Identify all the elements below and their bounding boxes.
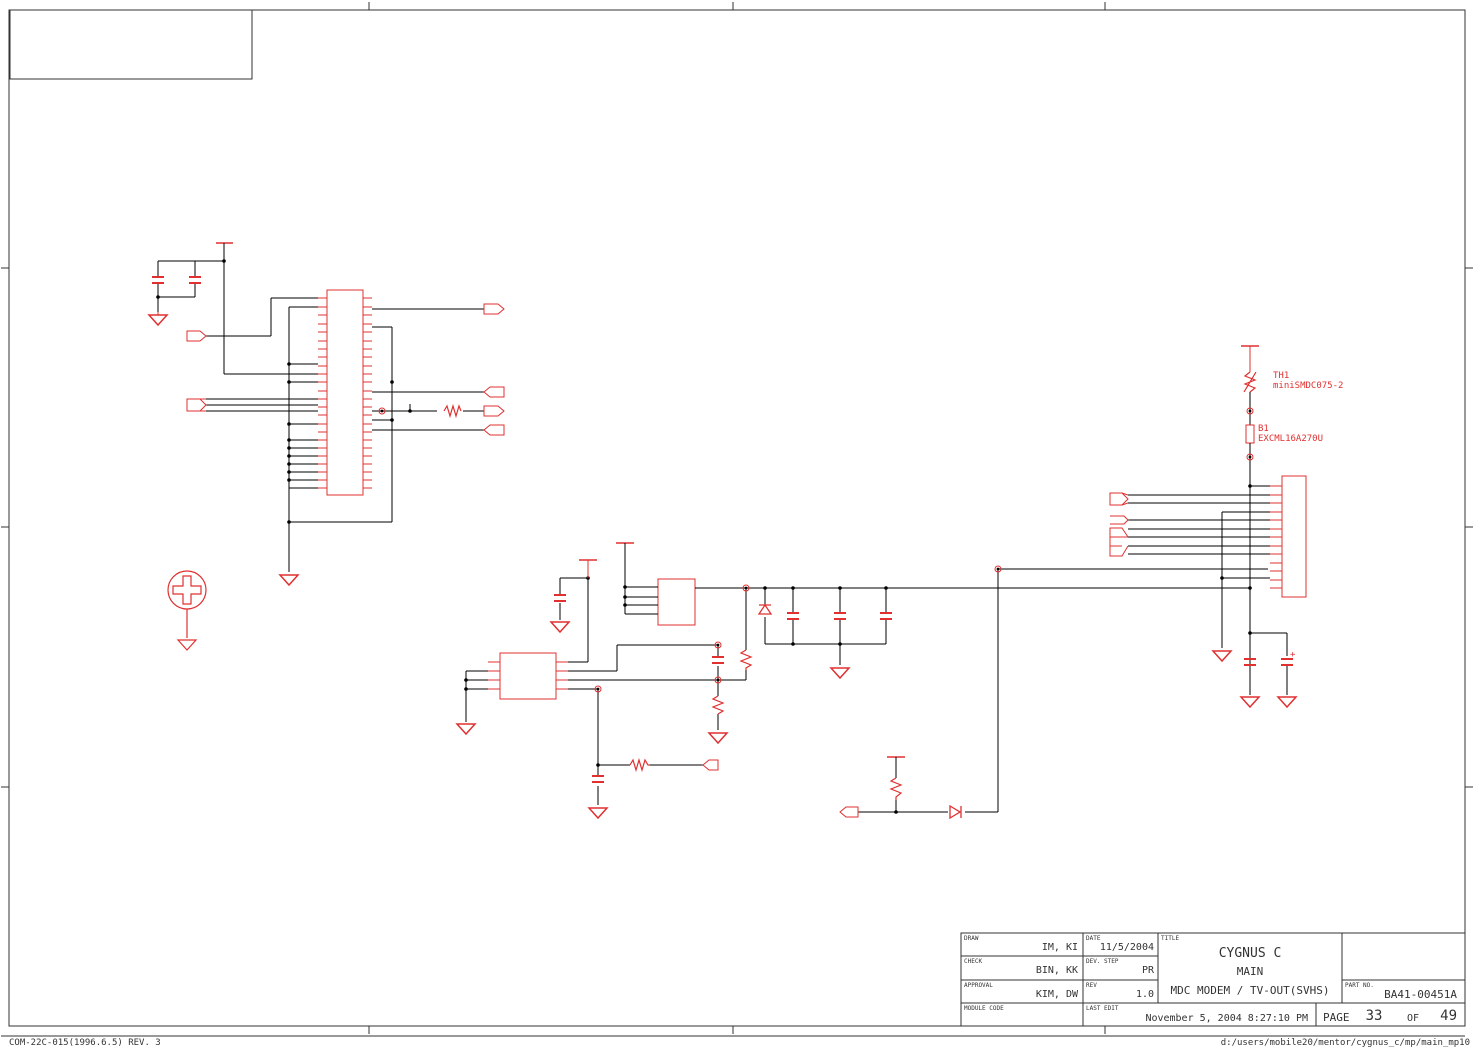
page-label: PAGE: [1323, 1011, 1350, 1024]
title-block-text: DRAW IM, KI CHECK BIN, KK APPROVAL KIM, …: [964, 935, 1457, 1024]
connector-block-upper-left: [147, 242, 505, 587]
check-label: CHECK: [964, 958, 982, 965]
part-no-label: PART NO.: [1345, 982, 1374, 989]
polarity-mark: +: [1290, 650, 1296, 660]
bidir-port: [483, 386, 505, 398]
output-port: [483, 303, 505, 315]
detect-input-port: [839, 806, 859, 818]
decoupling-caps: [147, 259, 226, 327]
svhs-output-port: [702, 759, 719, 771]
title-line-1: CYGNUS C: [1219, 946, 1282, 961]
tv-out-circuit: [455, 542, 1268, 820]
mounting-hole: [167, 570, 207, 651]
svhs-connector-block: TH1 miniSMDC075-2 B1 EXCML16A270U: [1109, 345, 1343, 709]
ground-symbol: [549, 621, 571, 634]
regulator-ic: [657, 578, 696, 626]
title-line-2: MAIN: [1237, 965, 1264, 978]
approval-value: KIM, DW: [1036, 989, 1079, 1000]
ground-symbol: [1239, 696, 1261, 709]
b1-ref: B1: [1258, 424, 1269, 434]
ground-symbol: [455, 723, 477, 736]
check-value: BIN, KK: [1036, 965, 1078, 976]
title-line-3: MDC MODEM / TV-OUT(SVHS): [1171, 984, 1330, 997]
ground-symbol: [829, 667, 851, 680]
rev-value: 1.0: [1136, 989, 1154, 1000]
bidir-port: [483, 424, 505, 436]
last-edit-value: November 5, 2004 8:27:10 PM: [1145, 1013, 1308, 1024]
ground-symbol: [147, 314, 169, 327]
connector-port: [1109, 492, 1129, 506]
approval-label: APPROVAL: [964, 982, 993, 989]
video-driver-ic: [499, 652, 557, 700]
zener-diode: [757, 603, 773, 615]
last-edit-label: LAST EDIT: [1086, 1005, 1119, 1012]
draw-value: IM, KI: [1042, 942, 1078, 953]
bias-resistor: [739, 649, 753, 670]
ground-symbol: [1276, 696, 1298, 709]
form-id: COM-22C-015(1996.6.5) REV. 3: [9, 1038, 161, 1047]
title-block: [960, 932, 1466, 1027]
file-path: d:/users/mobile20/mentor/cygnus_c/mp/mai…: [1221, 1038, 1470, 1047]
page-total: 49: [1440, 1008, 1457, 1024]
b1-value: EXCML16A270U: [1258, 434, 1323, 444]
th1-value: miniSMDC075-2: [1273, 381, 1343, 391]
output-resistor: [629, 757, 650, 773]
svhs-connector: [1281, 475, 1307, 598]
board-connector: [326, 289, 364, 496]
ground-symbol: [707, 732, 729, 745]
revision-box: [9, 9, 253, 80]
part-no-value: BA41-00451A: [1384, 988, 1457, 1001]
connector-port: [1109, 527, 1129, 557]
date-value: 11/5/2004: [1100, 942, 1154, 953]
page-number: 33: [1366, 1008, 1383, 1024]
connector-port: [1110, 515, 1129, 525]
load-resistor: [711, 695, 725, 715]
of-label: OF: [1407, 1013, 1419, 1024]
ground-symbol: [587, 807, 609, 820]
series-resistor: [443, 403, 462, 419]
detect-diode: [949, 804, 962, 820]
title-label: TITLE: [1161, 935, 1179, 942]
ferrite-bead-b1: [1245, 424, 1255, 444]
ground-symbol: [1211, 650, 1233, 663]
date-label: DATE: [1086, 935, 1101, 942]
input-port: [186, 330, 207, 342]
draw-label: DRAW: [964, 935, 979, 942]
th1-ref: TH1: [1273, 371, 1289, 381]
input-port: [186, 398, 207, 412]
rev-label: REV: [1086, 982, 1097, 989]
ground-symbol: [278, 574, 300, 587]
dev-step-value: PR: [1142, 965, 1155, 976]
dev-step-label: DEV. STEP: [1086, 958, 1119, 965]
polyfuse-th1: [1243, 371, 1257, 393]
module-code-label: MODULE CODE: [964, 1005, 1004, 1012]
output-port: [483, 405, 505, 417]
pullup-resistor: [889, 777, 903, 800]
